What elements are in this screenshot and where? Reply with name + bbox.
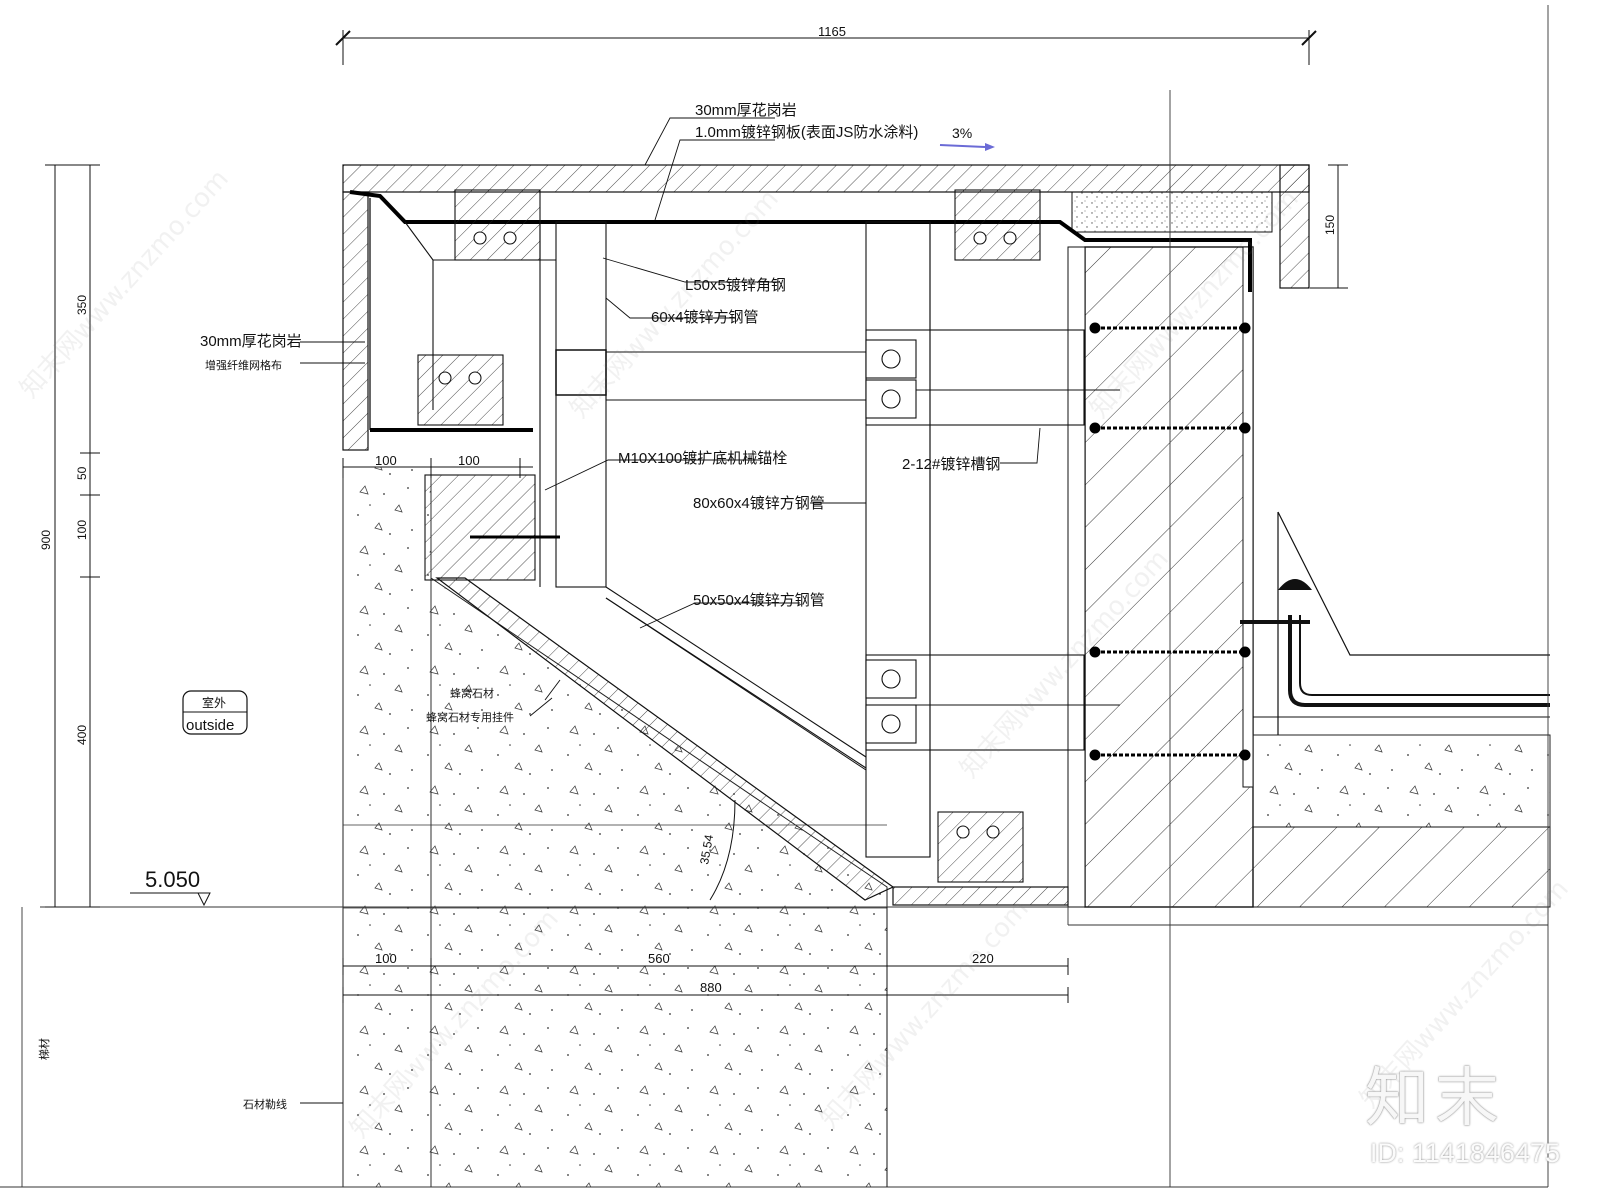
outside-tag: 室外 outside (182, 690, 248, 735)
slope-label: 3% (952, 125, 972, 141)
brand-logo: 知末 (1365, 1062, 1505, 1136)
dim-bottom-560: 560 (648, 951, 670, 966)
dim-bottom-880: 880 (700, 980, 722, 995)
sloped-honeycomb-stone (435, 577, 1069, 906)
label-steel-plate: 1.0mm镀锌钢板(表面JS防水涂料) (695, 123, 918, 141)
dim-bottom-100: 100 (375, 951, 397, 966)
annotations: 1165 900 350 50 100 400 150 100 100 100 … (37, 24, 1337, 1111)
brackets (417, 189, 1041, 883)
slope-arrow-head (985, 143, 995, 151)
dim-left-100: 100 (75, 520, 89, 540)
dim-left-400: 400 (75, 725, 89, 745)
dim-bottom-220: 220 (972, 951, 994, 966)
label-tube-80: 80x60x4镀锌方钢管 (693, 495, 825, 512)
leader-lines (300, 117, 1041, 1104)
outside-tag-cn: 室外 (202, 695, 226, 710)
floor-slab (1240, 511, 1551, 908)
elevation-mark: 5.050 (145, 867, 200, 892)
label-granite-top: 30mm厚花岗岩 (695, 102, 797, 119)
label-left-vertical: 梯材 (37, 1038, 51, 1060)
label-channel: 2-12#镀锌槽钢 (902, 456, 1000, 473)
top-granite-coping (342, 164, 1310, 451)
label-angle-steel: L50x5镀锌角钢 (685, 277, 786, 294)
outside-tag-en: outside (186, 717, 234, 734)
label-stone-line: 石材勒线 (243, 1097, 287, 1111)
dim-left-total: 900 (39, 530, 53, 550)
label-tube-60: 60x4镀锌方钢管 (651, 309, 759, 326)
label-honeycomb-hanger: 蜂窝石材专用挂件 (426, 710, 514, 724)
concrete-base (342, 466, 888, 1188)
label-tube-50: 50x50x4镀锌方钢管 (693, 592, 825, 609)
dim-top-total: 1165 (818, 24, 846, 39)
label-mesh: 增强纤维网格布 (205, 358, 282, 372)
slope-arrow (939, 144, 986, 148)
dim-mid-100-a: 100 (375, 453, 397, 468)
dimension-lines (45, 30, 1348, 1187)
reference-lines (0, 5, 1549, 1188)
dim-mid-100-b: 100 (458, 453, 480, 468)
structural-wall (1067, 246, 1254, 908)
dim-angle: 35.54 (697, 833, 716, 865)
label-bolt: M10X100镀扩底机械锚栓 (618, 450, 787, 467)
dim-right-150: 150 (1323, 215, 1337, 235)
label-granite-side: 30mm厚花岗岩 (200, 333, 302, 350)
label-honeycomb: 蜂窝石材 (450, 686, 494, 700)
dim-left-50: 50 (75, 466, 89, 480)
steel-sheet (349, 190, 1252, 432)
brand-id: ID: 1141846475 (1369, 1138, 1560, 1168)
dim-left-350: 350 (75, 295, 89, 315)
